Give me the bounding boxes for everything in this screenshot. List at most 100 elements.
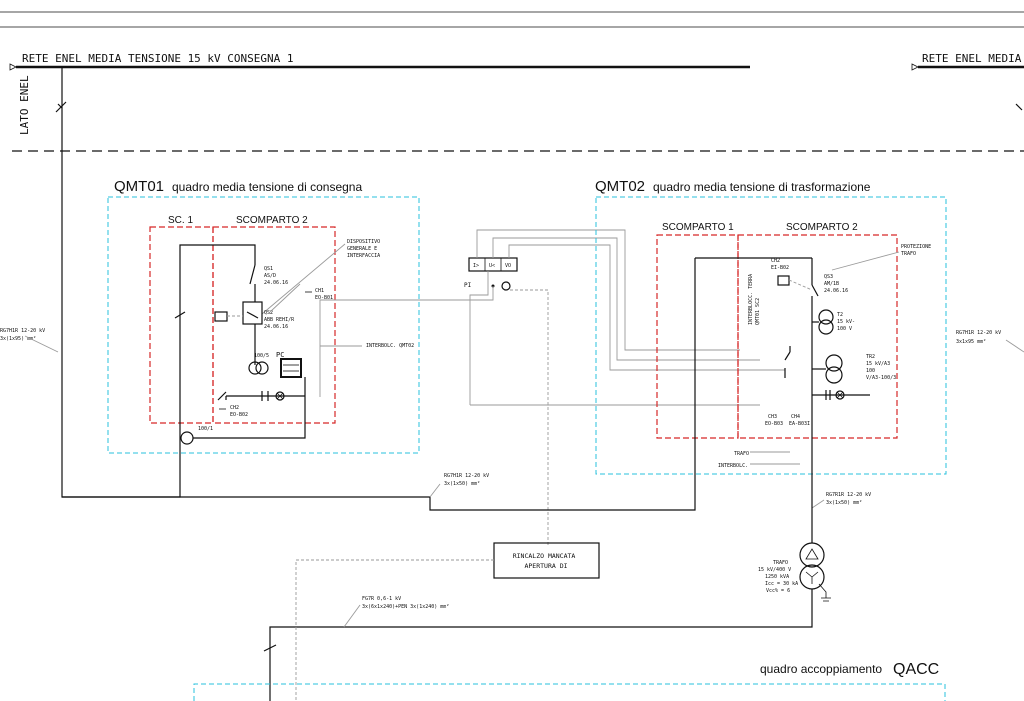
qmt02-earth-switch-icon xyxy=(784,346,791,378)
rincalzo-wire xyxy=(510,289,549,545)
qmt02-coil-link xyxy=(788,279,813,291)
qmt02-capacitor-icon xyxy=(825,390,831,400)
qmt02-lamp-cross-icon xyxy=(836,391,844,399)
feeder-break-icon xyxy=(55,101,67,113)
arrow-right-icon xyxy=(911,63,919,71)
ip-label: 100/1 xyxy=(198,426,213,432)
earth-switch-icon xyxy=(217,391,227,401)
capacitor-icon xyxy=(261,391,269,401)
qmt02-sc1-label: SCOMPARTO 1 xyxy=(662,222,734,233)
side-enel-label: LATO ENEL xyxy=(18,75,31,135)
qmt01-desc: quadro media tensione di consegna xyxy=(172,180,362,194)
rincalzo-label: RINCALZO MANCATA APERTURA DI xyxy=(513,552,580,570)
cable-trafo-label: RG7R1R 12-20 kV 3x(1x50) mm² xyxy=(826,492,874,506)
trafo-primary-icon xyxy=(799,542,825,568)
qs2-label: QS2 ABB REHI/R 24.06.16 xyxy=(264,310,297,330)
t2-tv-icon xyxy=(818,309,834,325)
qmt02-lamp-icon xyxy=(835,390,845,400)
tr2-tv-icon xyxy=(825,354,843,372)
rincalzo-output-wire xyxy=(295,559,494,701)
trafo-signal-label: TRAFO xyxy=(734,451,749,457)
pc-device-icon xyxy=(280,358,302,378)
cable-mid-label: RG7H1R 12-20 kV 3x(1x50) mm² xyxy=(444,473,492,487)
delta-icon xyxy=(805,548,819,560)
cable-lv-label: FG7R 0,6-1 kV 3x(6x1x240)+PEN 3x(1x240) … xyxy=(362,596,449,610)
protezione-leader xyxy=(831,251,900,271)
qmt02-sc2-label: SCOMPARTO 2 xyxy=(786,222,858,233)
qmt01-sc1-label: SC. 1 xyxy=(168,215,193,226)
star-icon xyxy=(805,571,819,584)
network-right-label: RETE ENEL MEDIA xyxy=(922,52,1022,65)
pi-label: PI xyxy=(464,282,472,289)
ground-icon xyxy=(818,583,831,602)
qs3-switch-icon xyxy=(811,284,819,305)
interblock-label: INTERBOLC. QMT02 xyxy=(366,343,414,349)
cable-left-leader xyxy=(24,335,59,353)
ch2-label: CH2 EO-B02 xyxy=(230,405,248,418)
cable-lv-leader xyxy=(343,604,361,628)
relay-coil-icon xyxy=(214,311,228,322)
pi-cell-overcurrent: I> xyxy=(473,263,479,269)
ch4-label: CH4 EA-B03I xyxy=(789,414,810,427)
trafo-main-label: TRAFO 15 kV/400 V 1250 kVA Icc = 30 kA V… xyxy=(758,560,801,594)
cable-right-label: RG7H1R 12-20 kV 3x1x95 mm² xyxy=(956,330,1004,345)
qmt02-enclosure xyxy=(595,196,947,475)
qmt02-sc1-box xyxy=(656,234,739,439)
dispositivo-leader xyxy=(261,243,346,315)
qmt02-coil-icon xyxy=(777,275,790,286)
cable-left-label: RG7H1R 12-20 kV 3x(1x95) mm² xyxy=(0,328,48,342)
qs3-label: QS3 AM/1B 24.06.16 xyxy=(824,274,848,294)
tr2-tv-secondary-icon xyxy=(825,366,843,384)
qmt01-qmt02-link xyxy=(62,258,696,511)
ip-link xyxy=(193,423,306,439)
rincalzo-box xyxy=(493,542,600,579)
qmt02-interblocco-label: INTERBLOCC. TERRA QMT01 SC2 xyxy=(748,271,761,325)
t2-tv-secondary-icon xyxy=(818,319,834,335)
dispositivo-label: DISPOSITIVO GENERALE E INTERFACCIA xyxy=(347,239,383,259)
qmt01-sc1-box xyxy=(149,226,214,424)
control-wire-1 xyxy=(476,229,740,351)
t2-label: T2 15 kV- 100 V xyxy=(837,312,858,332)
ch3-label: CH3 EO-B03 xyxy=(765,414,783,427)
qs1-switch-icon xyxy=(249,264,256,302)
qmt01-sc2-label: SCOMPARTO 2 xyxy=(236,215,308,226)
pi-cell-residual-voltage: VO xyxy=(505,263,511,269)
interbolc-signal-label: INTERBOLC. xyxy=(718,463,748,469)
tv-ratio-label: 100/5 xyxy=(254,353,269,359)
qmt02-code: QMT02 xyxy=(595,178,645,195)
qacc-desc: quadro accoppiamento xyxy=(760,662,882,676)
qacc-enclosure xyxy=(193,683,946,701)
qs2-breaker-icon xyxy=(242,301,263,325)
ch1-leader xyxy=(269,283,301,313)
qmt02-ch2-label: CH2 EI-B02 xyxy=(771,258,789,271)
ct-secondary-icon xyxy=(255,361,269,375)
cable-tick-icon xyxy=(174,311,186,319)
pi-contact-icon xyxy=(501,281,511,291)
control-wire-2 xyxy=(492,237,760,361)
control-wire-3 xyxy=(508,244,785,371)
feeder-break-right-icon xyxy=(1015,103,1023,111)
ct-icon xyxy=(248,361,262,375)
ip-ct-icon xyxy=(180,431,194,445)
qmt02-sc2-box xyxy=(737,234,898,439)
pi-cell-undervoltage: U< xyxy=(489,263,495,269)
pc-label: PC xyxy=(276,351,284,359)
qmt02-desc: quadro media tensione di trasformazione xyxy=(653,180,871,194)
qs2-contact-icon xyxy=(246,311,259,319)
protezione-label: PROTEZIONE TRAFO xyxy=(901,244,934,257)
lv-cable xyxy=(269,589,813,701)
network-left-label: RETE ENEL MEDIA TENSIONE 15 kV CONSEGNA … xyxy=(22,52,294,65)
control-wire-4 xyxy=(469,271,489,405)
lamp-cross-icon xyxy=(276,392,284,400)
qacc-code: QACC xyxy=(893,661,939,678)
lv-cable-tick-icon xyxy=(263,644,277,652)
qs1-label: QS1 AS/D 24.06.16 xyxy=(264,266,288,286)
ch1-label: CH1 EO-B01 xyxy=(315,288,333,301)
tr2-label: TR2 15 kV/A3 100 V/A3-100/3 xyxy=(866,354,896,381)
qmt01-enclosure xyxy=(107,196,420,454)
cable-right-leader xyxy=(1005,339,1024,353)
cable-mid-leader xyxy=(429,483,441,498)
lamp-icon xyxy=(275,391,285,401)
qmt01-sc2-box xyxy=(212,226,336,424)
